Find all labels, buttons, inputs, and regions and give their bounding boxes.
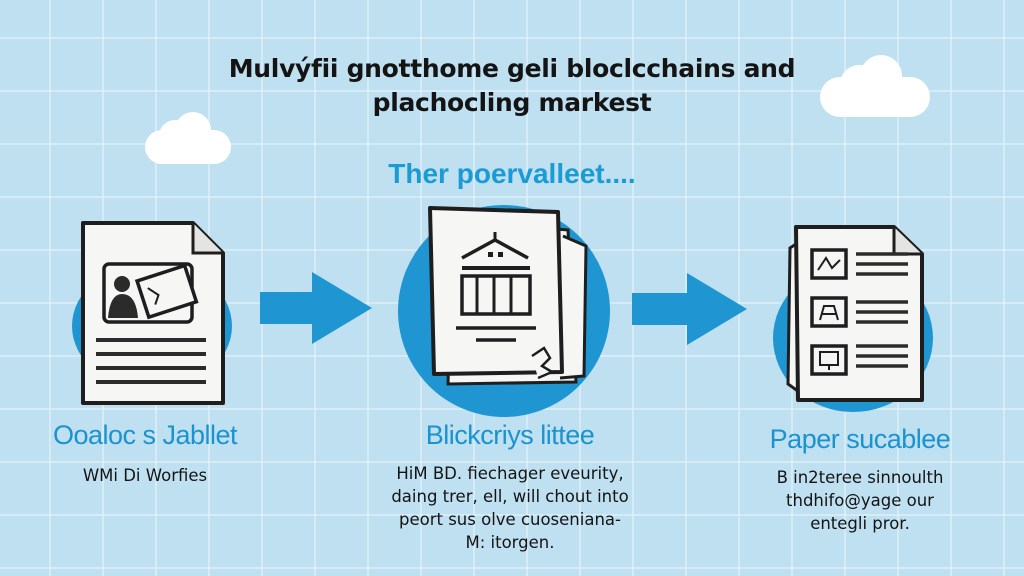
cloud-icon xyxy=(145,112,231,164)
step-3-title: Paper sucablee xyxy=(769,424,951,454)
document-with-image-list-icon xyxy=(786,225,924,402)
step-3-description: B in2teree sinnoulth thdhifo@yage our en… xyxy=(776,468,944,533)
diagram-title: Mulvýfii gnotthome geli bloclcchains and… xyxy=(0,52,1024,120)
step-1-title: Ooaloc s Jabllet xyxy=(52,420,238,450)
arrow-right-icon xyxy=(260,272,372,344)
step-2-description: HiM BD. fiechager eveurity, daing trer, … xyxy=(391,464,629,552)
cloud-icon xyxy=(820,55,930,117)
step-2-title: Blickcriys littee xyxy=(425,420,595,450)
arrow-right-icon xyxy=(632,273,747,345)
document-with-bank-building-icon xyxy=(428,206,588,386)
diagram-subtitle: Ther poervalleet.... xyxy=(388,158,636,189)
step-1-description: WMi Di Worfies xyxy=(82,466,208,485)
title-line-1: Mulvýfii gnotthome geli bloclcchains and xyxy=(228,54,796,83)
title-line-2: plachocling markest xyxy=(372,88,652,117)
document-with-profile-photo-icon xyxy=(81,221,225,405)
